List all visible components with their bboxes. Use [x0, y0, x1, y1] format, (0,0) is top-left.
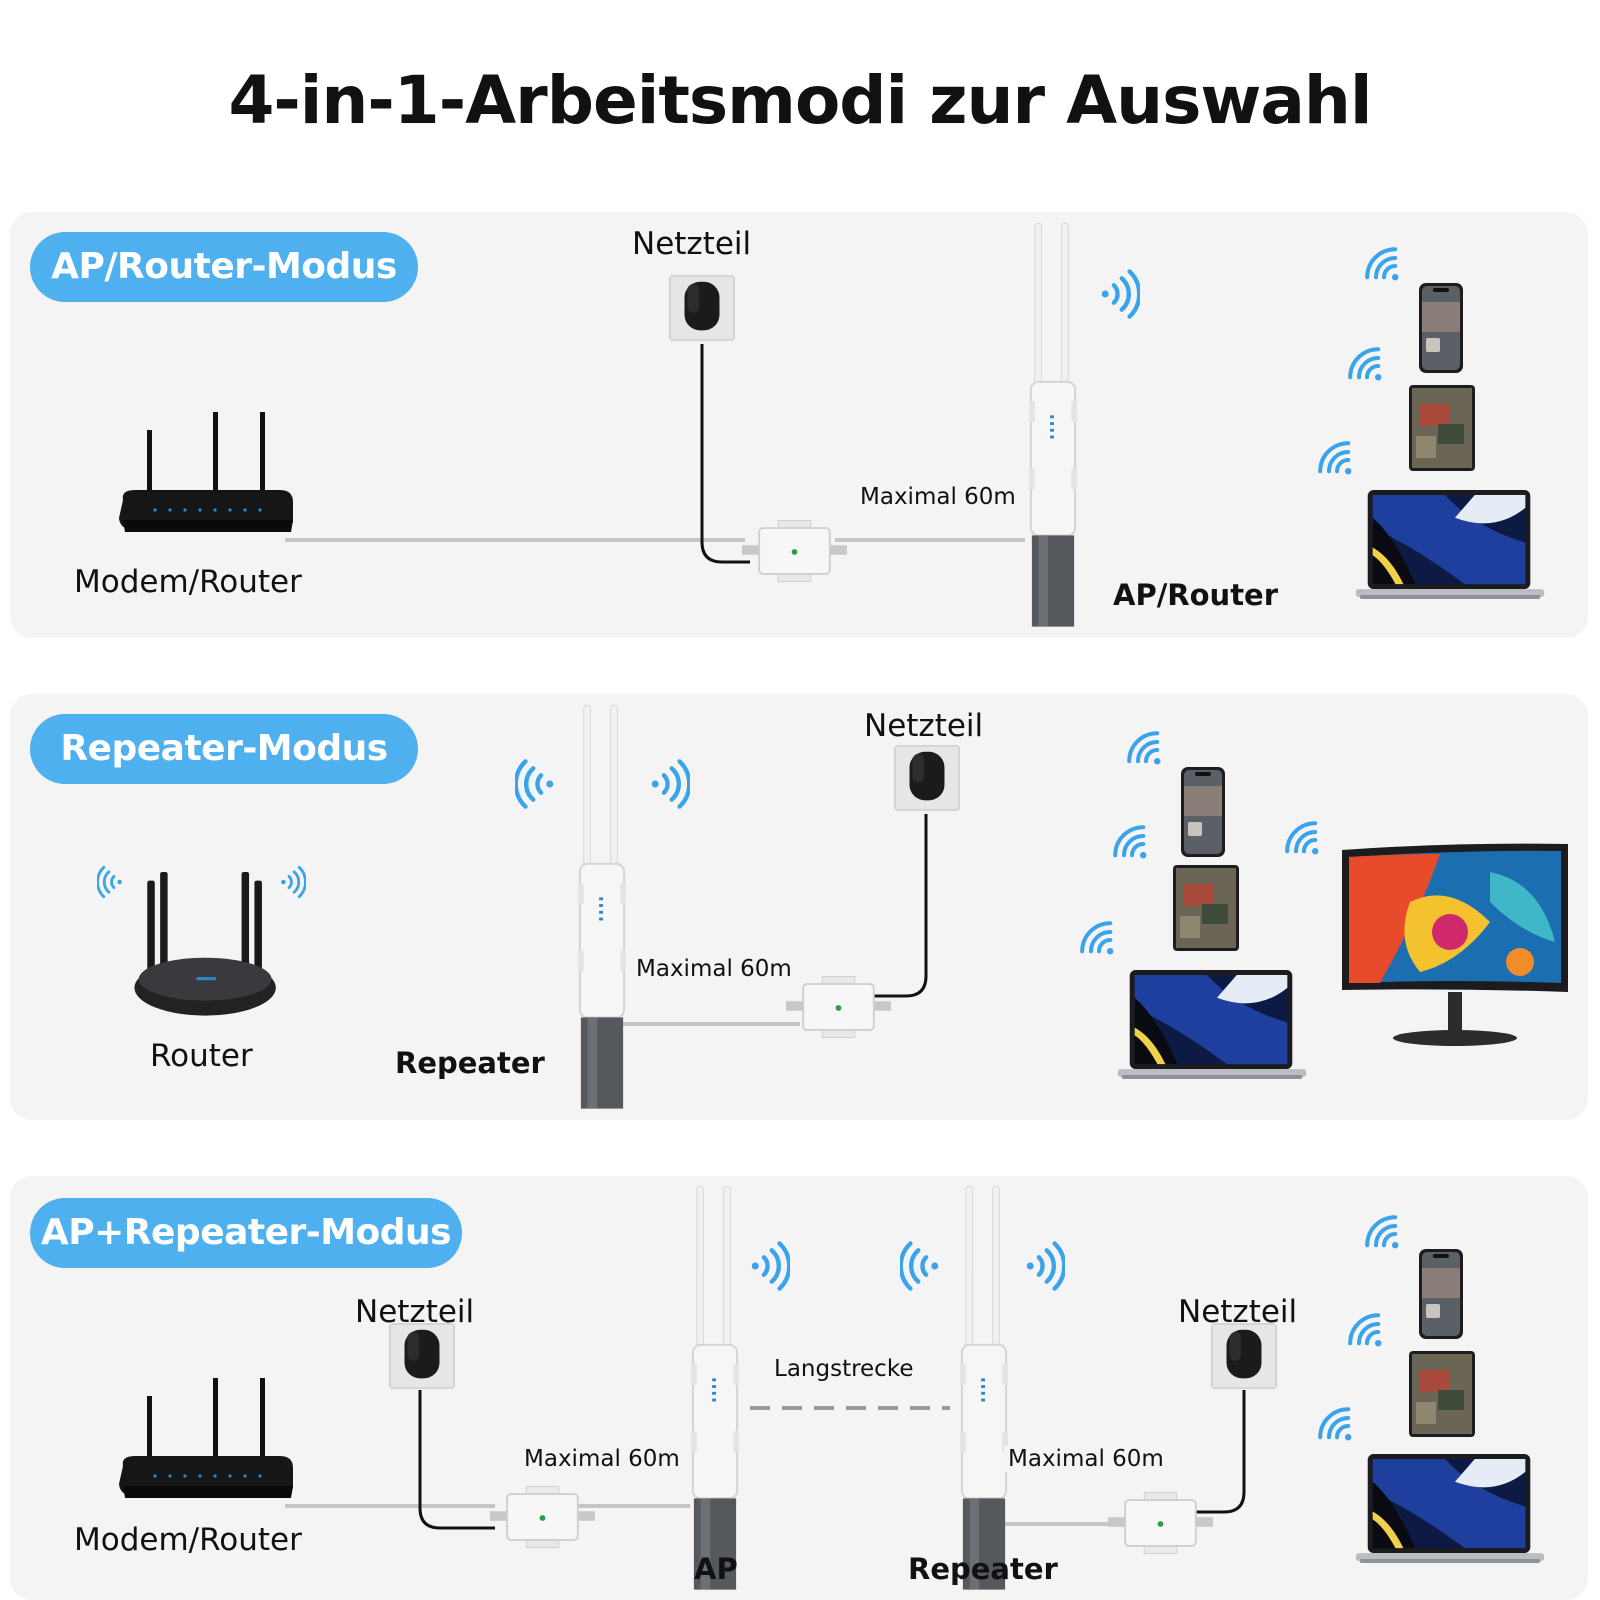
page-title: 4-in-1-Arbeitsmodi zur Auswahl	[228, 62, 1372, 139]
outdoor-ap-icon	[960, 1185, 1008, 1591]
poe-injector-icon	[742, 520, 847, 582]
tablet-icon	[1173, 865, 1239, 951]
poe-injector-icon	[1108, 1492, 1213, 1554]
wifi-signal-icon	[1365, 247, 1401, 283]
wifi-signal-icon	[1102, 271, 1139, 316]
wifi-signal-icon	[652, 761, 689, 806]
poe-injector-icon	[490, 1486, 595, 1548]
device-label-1: AP	[694, 1552, 738, 1586]
tablet-icon	[1409, 385, 1475, 471]
tablet-icon	[1409, 1351, 1475, 1437]
power-cable	[860, 814, 928, 998]
wifi-signal-icon	[1365, 1215, 1401, 1251]
power-adapter-icon	[1210, 1322, 1278, 1390]
netzteil-label-2: Netzteil	[1178, 1294, 1298, 1330]
wifi-signal-icon	[516, 761, 553, 806]
device-label: AP/Router	[1113, 578, 1279, 612]
laptop-icon	[1117, 969, 1307, 1080]
router-icon	[119, 412, 293, 532]
source-label: Modem/Router	[74, 564, 302, 600]
smartphone-icon	[1181, 767, 1225, 857]
long-range-label: Langstrecke	[770, 1356, 918, 1382]
outdoor-ap-icon	[1029, 222, 1077, 628]
netzteil-label-1: Netzteil	[355, 1294, 475, 1330]
source-label: Router	[150, 1038, 253, 1074]
router-icon	[119, 1378, 293, 1498]
wifi-signal-icon	[97, 865, 123, 899]
netzteil-label: Netzteil	[632, 226, 752, 262]
outdoor-ap-icon	[691, 1185, 739, 1591]
device-label: Repeater	[395, 1046, 545, 1080]
wifi-signal-icon	[1127, 731, 1163, 767]
netzteil-label: Netzteil	[864, 708, 984, 744]
power-cable	[418, 1390, 495, 1530]
power-adapter-icon	[668, 274, 736, 342]
wifi-signal-icon	[280, 865, 306, 899]
mode-badge: AP/Router-Modus	[30, 232, 418, 302]
distance-label: Maximal 60m	[856, 484, 1020, 510]
distance-label: Maximal 60m	[632, 956, 796, 982]
router-icon	[134, 872, 276, 1016]
source-label: Modem/Router	[74, 1522, 302, 1558]
power-adapter-icon	[388, 1322, 456, 1390]
power-cable	[1180, 1390, 1246, 1514]
wifi-signal-icon	[1348, 347, 1384, 383]
panel-repeater-mode: Repeater-Modus Netzteil Maximal 60m Rout…	[10, 694, 1588, 1120]
diagram-ap-repeater-mode	[119, 1185, 1545, 1591]
power-cable	[700, 344, 750, 564]
device-label-2: Repeater	[908, 1552, 1058, 1586]
laptop-icon	[1355, 489, 1545, 600]
wifi-signal-icon	[752, 1243, 789, 1288]
monitor-icon	[1342, 843, 1568, 1046]
wifi-signal-icon	[1027, 1243, 1064, 1288]
wifi-signal-icon	[1318, 441, 1354, 477]
mode-badge: Repeater-Modus	[30, 714, 418, 784]
laptop-icon	[1355, 1453, 1545, 1564]
poe-injector-icon	[786, 976, 891, 1038]
panel-ap-router-mode: AP/Router-Modus Netzteil Maximal 60m Mod…	[10, 212, 1588, 638]
smartphone-icon	[1419, 1249, 1463, 1339]
smartphone-icon	[1419, 283, 1463, 373]
outdoor-ap-icon	[578, 704, 626, 1110]
panel-ap-repeater-mode: AP+Repeater-Modus Netzteil Netzteil Maxi…	[10, 1176, 1588, 1600]
wifi-signal-icon	[1348, 1313, 1384, 1349]
wifi-signal-icon	[1080, 921, 1116, 957]
mode-badge: AP+Repeater-Modus	[30, 1198, 462, 1268]
wifi-signal-icon	[1113, 825, 1149, 861]
wifi-signal-icon	[1318, 1407, 1354, 1443]
power-adapter-icon	[893, 744, 961, 812]
wifi-signal-icon	[901, 1243, 938, 1288]
wifi-signal-icon	[1285, 821, 1321, 857]
distance-label-2: Maximal 60m	[1004, 1446, 1168, 1472]
diagram-repeater-mode	[97, 704, 1568, 1110]
diagram-ap-router-mode	[119, 222, 1545, 628]
distance-label-1: Maximal 60m	[520, 1446, 684, 1472]
